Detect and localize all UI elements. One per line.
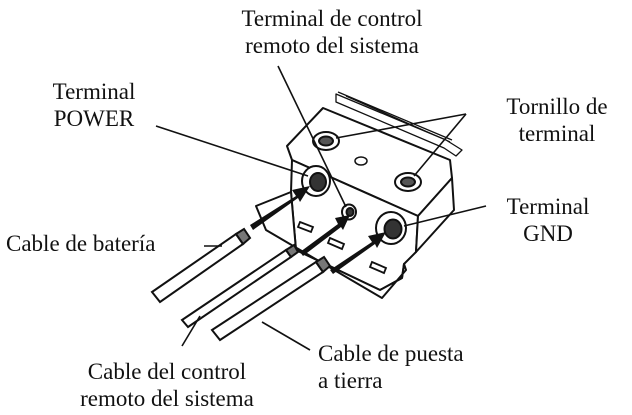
label-terminal-screw-line1: Tornillo de <box>506 94 608 119</box>
screw-left-inner <box>318 135 334 147</box>
arrow-gnd <box>330 232 386 274</box>
label-system-remote-cable-line1: Cable del control <box>87 359 247 384</box>
label-system-remote-terminal-line1: Terminal de control <box>241 6 423 31</box>
label-system-remote-terminal-line2: remoto del sistema <box>245 33 419 58</box>
label-terminal-screw-line2: terminal <box>518 121 596 146</box>
terminal-block <box>255 91 463 299</box>
arrow-power <box>250 186 310 230</box>
remote-cable-tip <box>284 243 300 259</box>
slot-2 <box>326 236 346 251</box>
leader-ground-cable <box>261 321 311 351</box>
gnd-socket-inner <box>383 218 403 240</box>
label-system-remote-cable: Cable del control remoto del sistema <box>42 358 292 412</box>
label-ground-cable: Cable de puesta a tierra <box>318 340 464 394</box>
block-side-face <box>415 177 455 253</box>
power-socket-inner <box>309 172 327 192</box>
leader-lines <box>155 65 487 351</box>
label-power-terminal-line1: Terminal <box>52 79 136 104</box>
label-system-remote-terminal: Terminal de control remoto del sistema <box>217 5 447 59</box>
cables <box>150 227 332 342</box>
slot-3 <box>368 260 388 275</box>
insertion-arrows <box>250 186 386 274</box>
leader-system-remote-terminal <box>277 65 347 208</box>
label-ground-cable-line1: Cable de puesta <box>318 341 464 366</box>
label-battery-cable-line1: Cable de batería <box>6 231 156 256</box>
label-gnd-terminal-line1: Terminal <box>506 194 590 219</box>
screw-right-inner <box>400 176 416 188</box>
label-power-terminal: Terminal POWER <box>34 78 154 132</box>
label-ground-cable-line2: a tierra <box>318 368 383 393</box>
leader-gnd-terminal <box>403 205 487 227</box>
terminal-screws <box>312 131 422 192</box>
terminal-sockets <box>301 165 407 245</box>
leader-system-remote-cable <box>181 315 201 347</box>
center-hole <box>354 156 368 166</box>
label-gnd-terminal: Terminal GND <box>488 193 608 247</box>
flange-slots <box>296 220 388 275</box>
battery-cable-tip <box>234 227 252 246</box>
label-power-terminal-line2: POWER <box>53 106 135 131</box>
leader-screw-left <box>335 113 467 139</box>
arrow-remote <box>300 215 350 256</box>
remote-socket-inner <box>345 207 355 217</box>
label-system-remote-cable-line2: remoto del sistema <box>80 386 254 411</box>
leader-power-terminal <box>155 125 309 177</box>
ground-cable-tip <box>314 255 332 274</box>
label-battery-cable: Cable de batería <box>6 230 155 257</box>
block-label-band <box>335 93 463 157</box>
slot-1 <box>296 220 315 234</box>
label-gnd-terminal-line2: GND <box>523 221 573 246</box>
label-terminal-screw: Tornillo de terminal <box>488 93 626 147</box>
leader-screw-right <box>413 113 467 177</box>
